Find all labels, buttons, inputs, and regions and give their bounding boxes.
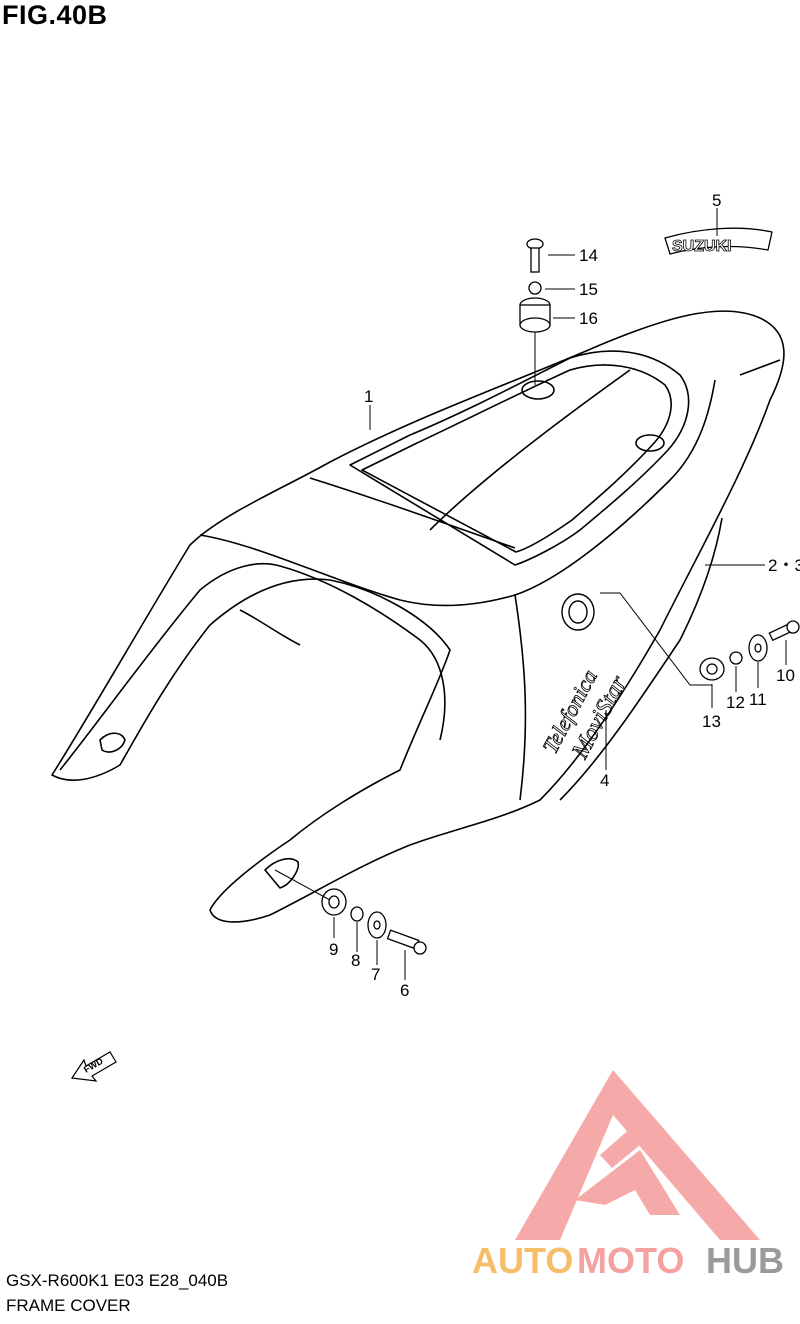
callout-10: 10 — [776, 666, 795, 685]
watermark-part1: AUTO — [472, 1240, 573, 1281]
watermark-part2: MOTO — [577, 1240, 684, 1281]
fwd-arrow: FWD — [70, 1051, 117, 1082]
callout-1: 1 — [364, 387, 373, 406]
frame-cover-body — [51, 310, 785, 923]
callout-15: 15 — [579, 280, 598, 299]
suzuki-emblem: SUZUKI — [664, 227, 773, 255]
callout-4: 4 — [600, 771, 609, 790]
callout-14: 14 — [579, 246, 598, 265]
footer-model-code: GSX-R600K1 E03 E28_040B — [6, 1271, 229, 1290]
figure-title: FIG.40B — [2, 0, 108, 30]
watermark-part3: HUB — [706, 1240, 784, 1281]
callout-16: 16 — [579, 309, 598, 328]
right-hardware — [600, 592, 800, 686]
callout-6: 6 — [400, 981, 409, 1000]
callout-8: 8 — [351, 951, 360, 970]
callout-9: 9 — [329, 940, 338, 959]
callout-2-3: 2・3 — [768, 556, 800, 575]
bottom-hardware — [274, 869, 427, 955]
top-hardware — [519, 238, 551, 385]
callout-12: 12 — [726, 693, 745, 712]
leader-lines — [333, 208, 787, 980]
side-grommet — [561, 593, 595, 631]
emblem-text: SUZUKI — [672, 238, 732, 255]
watermark-logo — [515, 1070, 760, 1240]
callout-11: 11 — [749, 690, 767, 709]
callout-5: 5 — [712, 191, 721, 210]
decal-telefonica-movistar: Telefonica MoviStar — [537, 665, 633, 764]
callout-13: 13 — [702, 712, 721, 731]
watermark-text: AUTO MOTO HUB — [472, 1240, 784, 1281]
footer-section-name: FRAME COVER — [6, 1296, 131, 1315]
callout-7: 7 — [371, 965, 380, 984]
callouts: 1 2・3 4 5 6 7 8 9 10 11 12 13 14 15 16 — [329, 191, 800, 1000]
